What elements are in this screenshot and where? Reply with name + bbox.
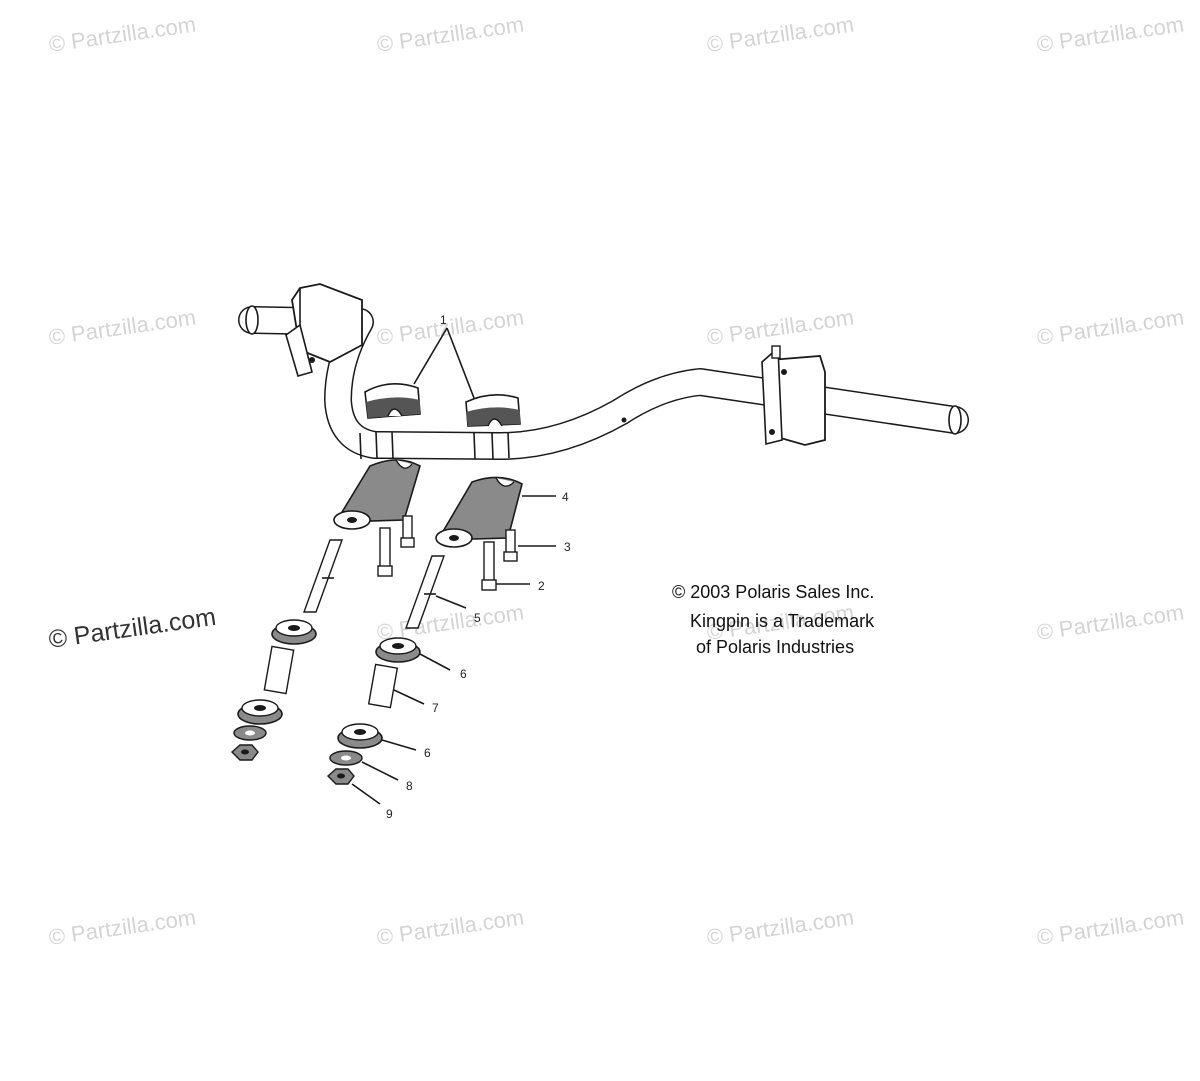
leader-lines: [351, 327, 556, 805]
copyright-note: © 2003 Polaris Sales Inc. Kingpin is a T…: [672, 582, 875, 657]
knurl-band: [507, 431, 510, 459]
stud: [405, 555, 445, 629]
upper-clamp: [465, 394, 521, 427]
watermark: © Partzilla.com: [47, 305, 197, 350]
sleeve: [367, 663, 399, 709]
watermark: © Partzilla.com: [47, 905, 197, 950]
watermark: © Partzilla.com: [375, 905, 525, 950]
bar-end: [245, 305, 259, 335]
callout-label: 2: [538, 579, 545, 593]
callout-label: 4: [562, 490, 569, 504]
stud: [303, 539, 343, 613]
watermark-featured: © Partzilla.com: [47, 603, 218, 654]
bushing: [237, 699, 283, 725]
riser: [333, 459, 421, 530]
bolt: [377, 527, 393, 577]
knurl-band: [359, 432, 362, 460]
knurl-band: [491, 432, 494, 460]
knurl-band: [375, 431, 378, 459]
watermark: © Partzilla.com: [47, 12, 197, 57]
callout-label: 7: [432, 701, 439, 715]
callout-label: 3: [564, 540, 571, 554]
knurl-band: [473, 432, 476, 460]
callout-label: 1: [440, 313, 447, 327]
watermark: © Partzilla.com: [705, 12, 855, 57]
bar-hole: [621, 417, 627, 423]
bolt: [400, 515, 415, 548]
riser: [435, 476, 523, 548]
bolt: [481, 541, 497, 591]
nut: [326, 768, 355, 785]
callout-label: 6: [460, 667, 467, 681]
watermark: © Partzilla.com: [705, 905, 855, 950]
watermark: © Partzilla.com: [1035, 12, 1185, 57]
trademark-owner-line: of Polaris Industries: [696, 637, 854, 657]
watermark: © Partzilla.com: [1035, 905, 1185, 950]
washer: [233, 725, 267, 741]
bushing: [271, 619, 317, 645]
right-switch-housing: [761, 345, 826, 446]
knurl-band: [391, 431, 394, 459]
upper-clamp: [364, 383, 421, 419]
callout-labels: 1 2 3 4 5 6 7 6 8 9: [386, 313, 571, 821]
sleeve: [263, 645, 295, 695]
copyright-line: © 2003 Polaris Sales Inc.: [672, 582, 874, 602]
bushing: [337, 723, 383, 749]
watermark: © Partzilla.com: [375, 12, 525, 57]
nut: [230, 744, 259, 761]
bar-end: [948, 405, 962, 435]
left-switch-housing: [285, 283, 363, 377]
watermark: © Partzilla.com: [1035, 600, 1185, 645]
trademark-line: Kingpin is a Trademark: [690, 611, 875, 631]
callout-label: 5: [474, 611, 481, 625]
watermark: © Partzilla.com: [375, 305, 525, 350]
washer: [329, 750, 363, 766]
handlebar: [238, 305, 969, 460]
watermark-layer: © Partzilla.com © Partzilla.com © Partzi…: [47, 12, 1186, 950]
bolt: [503, 529, 518, 562]
callout-label: 6: [424, 746, 431, 760]
bushing: [375, 637, 421, 663]
watermark: © Partzilla.com: [1035, 305, 1185, 350]
callout-label: 9: [386, 807, 393, 821]
watermark: © Partzilla.com: [705, 305, 855, 350]
callout-label: 8: [406, 779, 413, 793]
